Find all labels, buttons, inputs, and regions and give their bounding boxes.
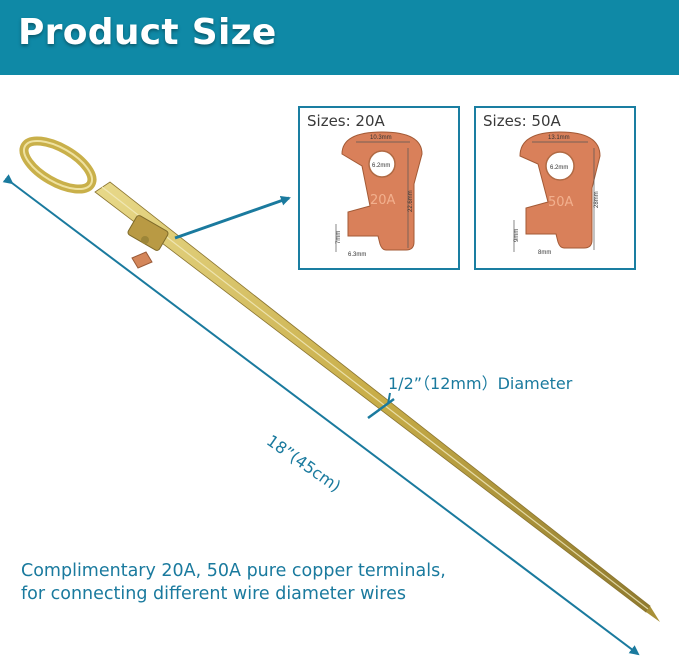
svg-text:9mm: 9mm: [514, 229, 520, 242]
svg-text:28mm: 28mm: [594, 191, 600, 208]
svg-text:6.3mm: 6.3mm: [348, 252, 366, 258]
copper-terminal-50a: 50A 13.1mm 6.2mm 28mm 9mm 8mm: [513, 131, 601, 256]
caption-line-1: Complimentary 20A, 50A pure copper termi…: [21, 561, 446, 581]
caption-line-2: for connecting different wire diameter w…: [21, 584, 406, 604]
svg-text:13.1mm: 13.1mm: [548, 135, 570, 141]
svg-text:8mm: 8mm: [538, 250, 551, 256]
stamp-text: 20A: [370, 193, 396, 208]
copper-terminal-20a: 20A 10.3mm 6.2mm 22.6mm 7mm 6.3mm: [335, 131, 423, 258]
panel-label: Sizes: 50A: [483, 112, 561, 130]
length-dimension-line: [2, 174, 640, 656]
panel-label: Sizes: 20A: [307, 112, 385, 130]
diameter-marker: [367, 397, 395, 420]
clamp-pointer-arrow: [174, 195, 291, 240]
svg-text:10.3mm: 10.3mm: [370, 135, 392, 141]
page-title: Product Size: [18, 12, 277, 53]
ground-rod-illustration: [2, 136, 660, 656]
svg-text:7mm: 7mm: [336, 231, 342, 244]
rod-clamp: [127, 215, 169, 269]
diameter-label: 1/2”（12mm）Diameter: [388, 374, 573, 393]
svg-text:6.2mm: 6.2mm: [550, 165, 568, 171]
header-banner: Product Size: [0, 0, 679, 75]
rod-eye-loop: [19, 136, 97, 194]
terminal-panel-20a: Sizes: 20A 20A 10.3mm 6.2mm 22.6mm 7mm 6…: [298, 106, 460, 270]
svg-text:6.2mm: 6.2mm: [372, 163, 390, 169]
terminal-panel-50a: Sizes: 50A 50A 13.1mm 6.2mm 28mm 9mm 8mm: [474, 106, 636, 270]
svg-text:22.6mm: 22.6mm: [408, 190, 414, 212]
stamp-text: 50A: [548, 195, 574, 210]
